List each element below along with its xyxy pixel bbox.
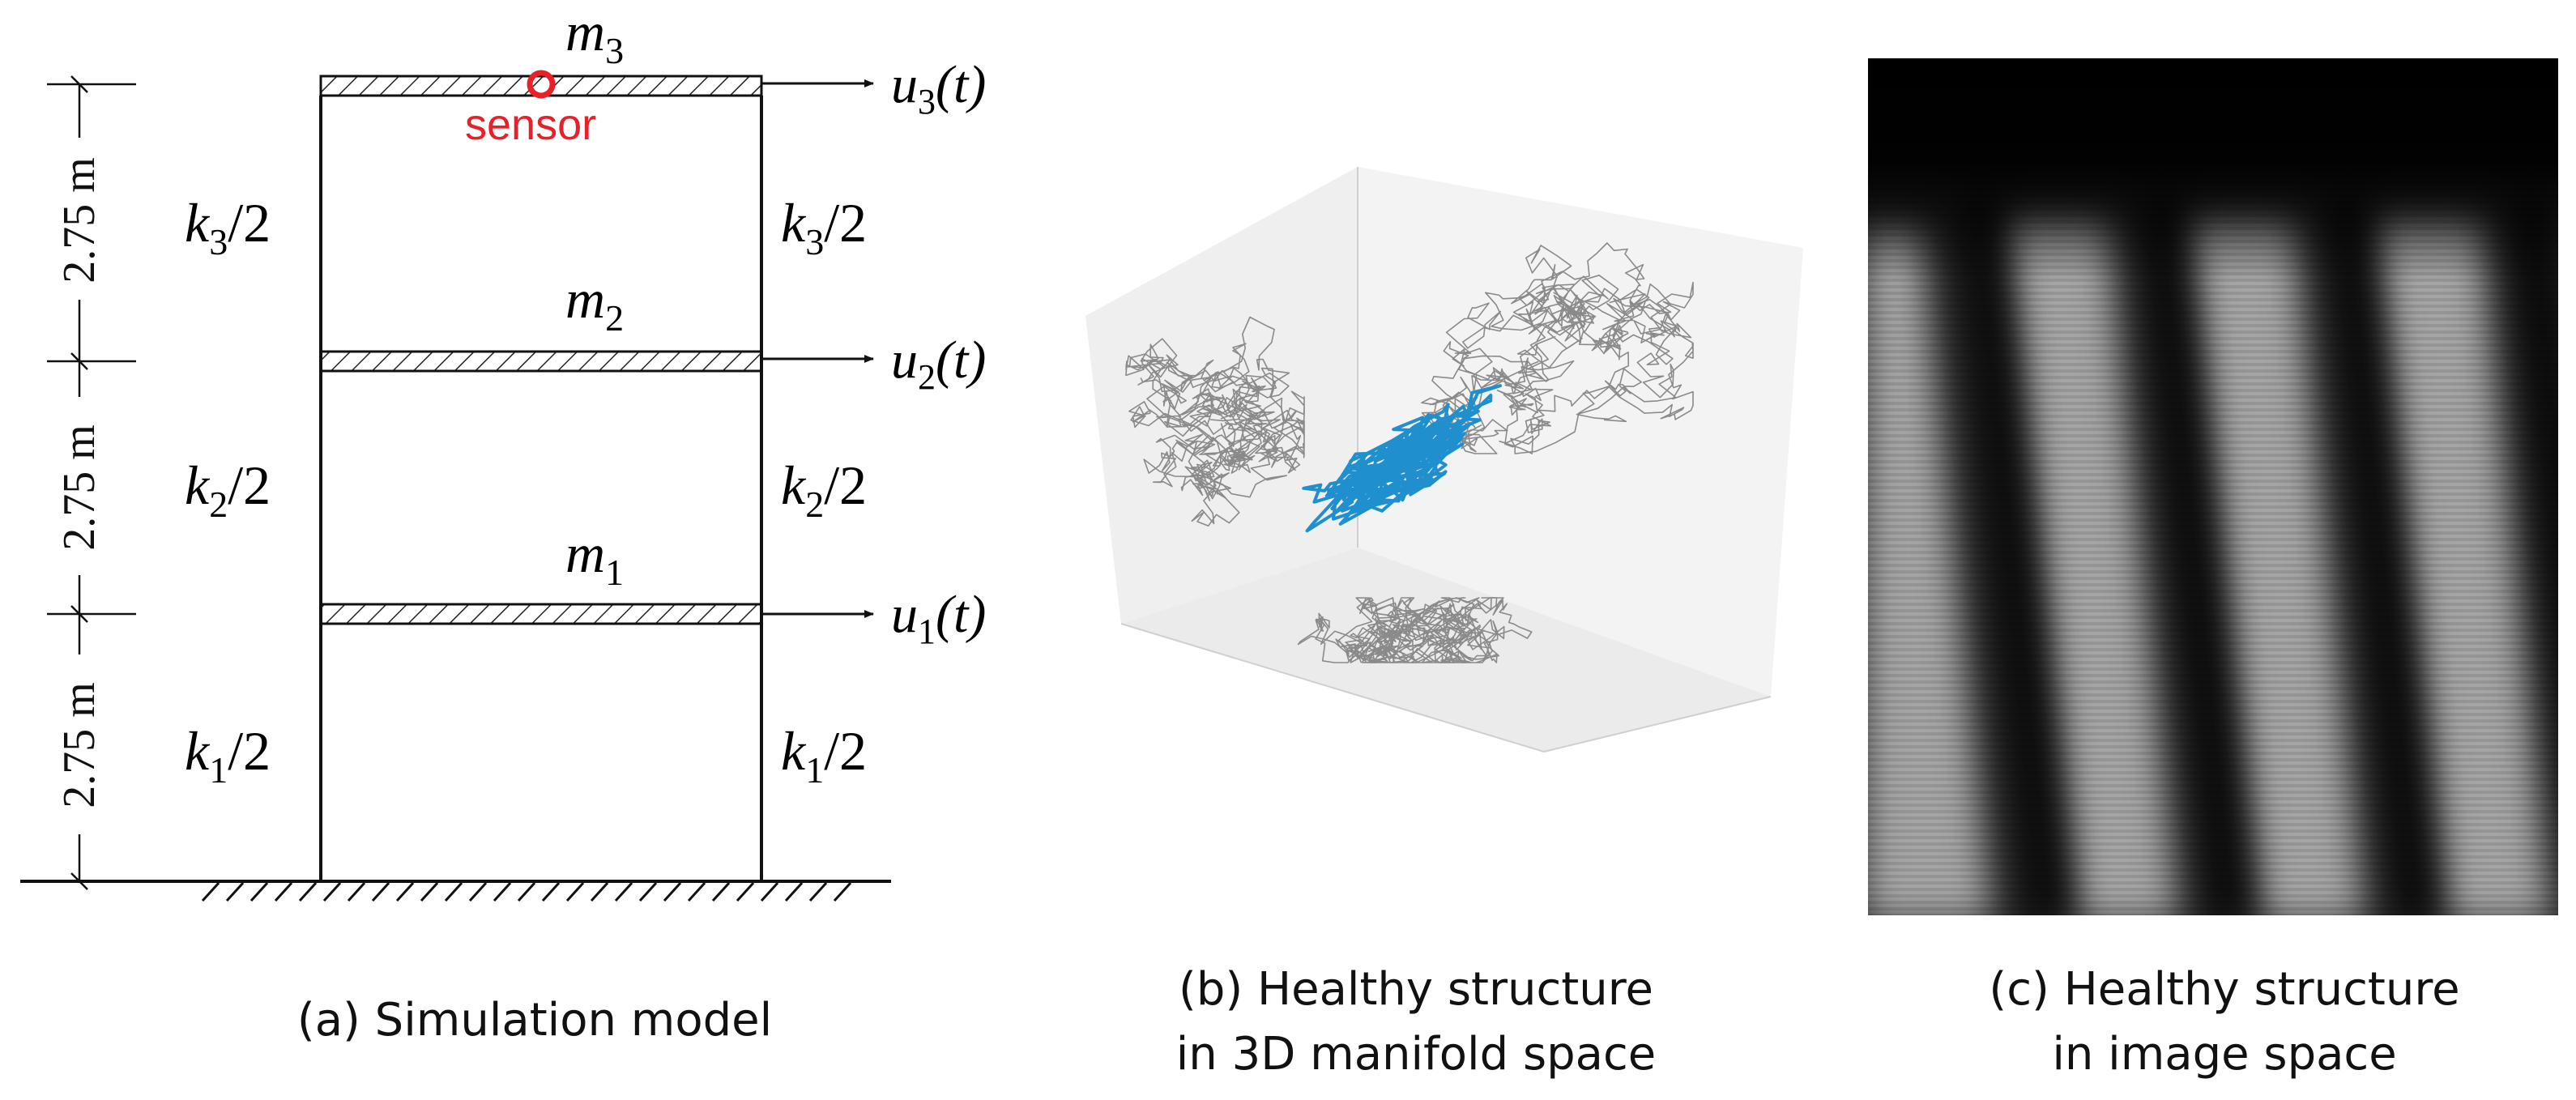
story-height-label-2: 2.75 m — [54, 424, 104, 551]
ground-hatch-stroke — [298, 881, 318, 902]
story-height-dimensions — [47, 75, 136, 890]
ground-hatch-stroke — [711, 881, 731, 902]
projection-trace — [1510, 275, 1694, 454]
ground-hatch-stroke — [517, 881, 536, 902]
ground-hatch-stroke — [225, 881, 245, 902]
caption-panel-a: (a) Simulation model — [297, 994, 772, 1047]
trajectory-projection-left — [1125, 316, 1305, 527]
mass-label-m3: m3 — [565, 1, 624, 71]
story-height-label-3: 2.75 m — [54, 157, 104, 284]
ground-hatch-stroke — [833, 881, 852, 902]
caption-panel-b-line2: in 3D manifold space — [1176, 1028, 1656, 1081]
ground-hatch-stroke — [590, 881, 609, 902]
displacement-label-u2: u2(t) — [891, 330, 986, 397]
scanline-texture — [1868, 58, 2558, 915]
stiffness-label-k2-left: k2/2 — [185, 454, 271, 525]
trajectory-trace — [1302, 384, 1502, 533]
stiffness-label-k2-right: k2/2 — [781, 454, 867, 525]
back-right-pane — [1358, 167, 1803, 697]
ground-hatch-stroke — [687, 881, 706, 902]
ground-hatch-stroke — [663, 881, 682, 902]
sensor-marker — [527, 70, 556, 99]
trajectory-3d — [1302, 384, 1502, 533]
ground-hatch-stroke — [736, 881, 755, 902]
ground-hatch-stroke — [614, 881, 633, 902]
ground-hatch-stroke — [274, 881, 293, 902]
ground-hatch-stroke — [493, 881, 512, 902]
ground-hatch-stroke — [638, 881, 658, 902]
ground-hatch-stroke — [371, 881, 390, 902]
ground-hatch-stroke — [468, 881, 488, 902]
ground-hatch-stroke — [760, 881, 779, 902]
projection-trace — [1146, 367, 1297, 527]
ground-hatch-stroke — [322, 881, 342, 902]
ground-hatch-stroke — [201, 881, 220, 902]
projection-trace — [1421, 302, 1551, 454]
ground-hatch-stroke — [784, 881, 804, 902]
trajectory-projection-right — [1421, 242, 1694, 454]
displacement-label-u3: u3(t) — [891, 55, 986, 122]
ground-hatch-stroke — [395, 881, 415, 902]
mass-label-m2: m2 — [565, 268, 624, 339]
stiffness-label-k3-right: k3/2 — [781, 192, 867, 262]
caption-panel-c-line2: in image space — [2052, 1028, 2396, 1081]
ground-hatch-stroke — [444, 881, 463, 902]
panel-c-image-space: (c) Healthy structure in image space — [1868, 58, 2558, 1081]
back-left-pane — [1085, 167, 1358, 624]
ground-hatch-stroke — [808, 881, 828, 902]
story-height-label-1: 2.75 m — [54, 682, 104, 808]
floor-slab-2 — [319, 350, 763, 373]
caption-panel-c-line1: (c) Healthy structure — [1989, 963, 2459, 1016]
floor-slab-1 — [319, 603, 763, 625]
stiffness-label-k3-left: k3/2 — [185, 192, 271, 262]
ground-hatching — [201, 881, 852, 902]
stiffness-label-k1-right: k1/2 — [781, 720, 867, 791]
floor-slab-3 — [319, 75, 763, 97]
sensor-label: sensor — [465, 100, 596, 149]
caption-panel-b-line1: (b) Healthy structure — [1179, 963, 1653, 1016]
ground-hatch-stroke — [249, 881, 269, 902]
ground-hatch-stroke — [565, 881, 585, 902]
stiffness-label-k1-left: k1/2 — [185, 720, 271, 791]
projection-trace — [1297, 597, 1533, 663]
projection-trace — [1485, 242, 1694, 365]
panel-a-simulation-model: u3(t) u2(t) u1(t) m3 m2 m1 k3/2 k2/2 k1/… — [20, 1, 986, 1047]
panel-b-3d-manifold: (b) Healthy structure in 3D manifold spa… — [1085, 167, 1803, 1081]
mass-label-m1: m1 — [565, 522, 624, 593]
ground-hatch-stroke — [347, 881, 366, 902]
displacement-label-u1: u1(t) — [891, 585, 986, 651]
projection-trace — [1140, 338, 1304, 482]
ground-hatch-stroke — [541, 881, 561, 902]
trajectory-projection-floor — [1297, 597, 1533, 663]
ground-hatch-stroke — [420, 881, 439, 902]
